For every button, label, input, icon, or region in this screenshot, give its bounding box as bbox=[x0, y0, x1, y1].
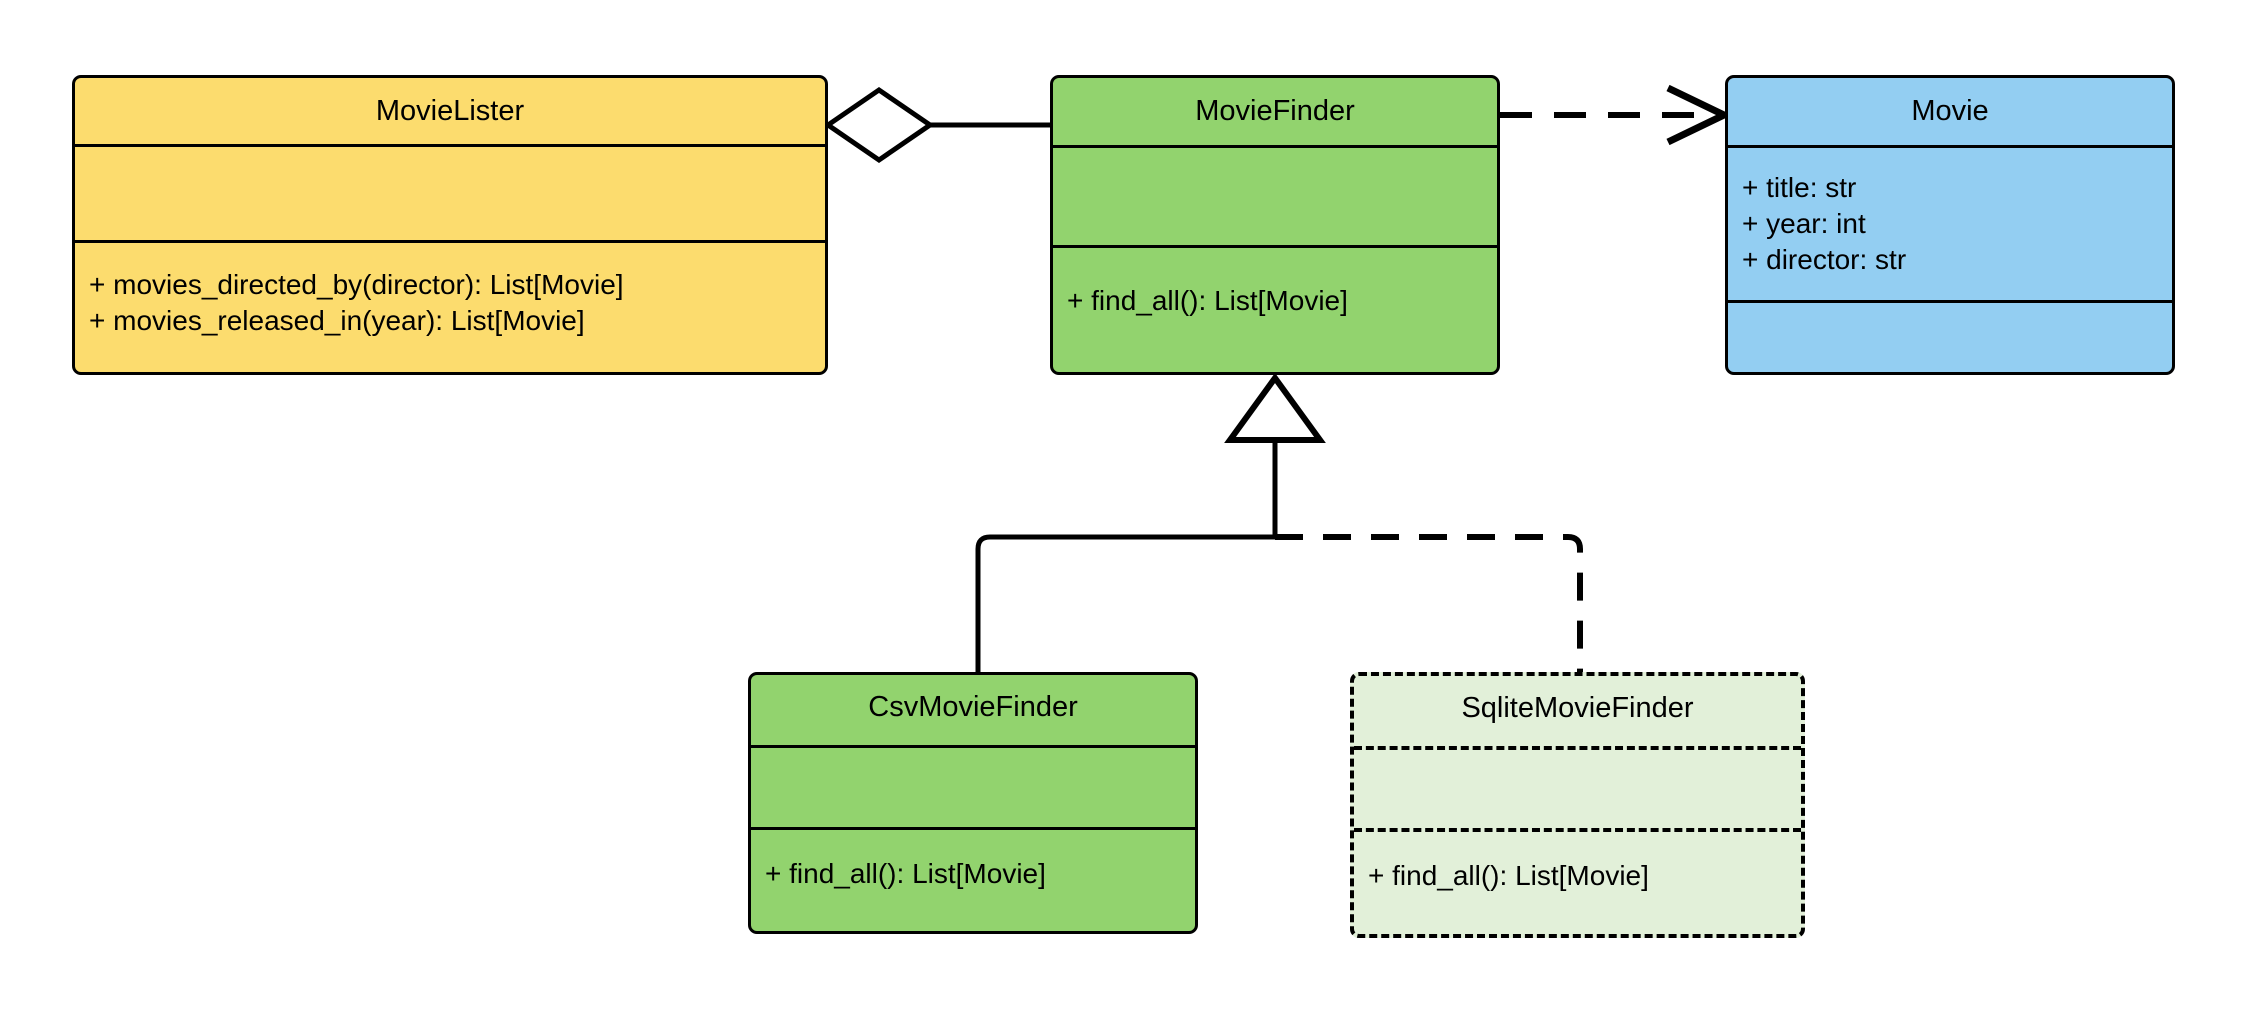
hollow-diamond-icon bbox=[823, 86, 935, 164]
operation-item: + movies_released_in(year): List[Movie] bbox=[89, 304, 585, 336]
class-operations-compartment: + find_all(): List[Movie] bbox=[751, 827, 1195, 931]
open-arrow-icon bbox=[1666, 84, 1733, 146]
class-operations-compartment bbox=[1728, 300, 2172, 372]
class-attributes-compartment bbox=[751, 745, 1195, 827]
class-box-movielister[interactable]: MovieLister + movies_directed_by(directo… bbox=[72, 75, 828, 375]
class-box-csvmoviefinder[interactable]: CsvMovieFinder + find_all(): List[Movie] bbox=[748, 672, 1198, 934]
class-name-label: MovieLister bbox=[375, 95, 525, 127]
dependency-moviefinder-movie bbox=[1500, 84, 1733, 146]
aggregation-movielister-moviefinder bbox=[823, 86, 1050, 164]
class-operations-compartment: + find_all(): List[Movie] bbox=[1354, 828, 1801, 934]
class-name-compartment: CsvMovieFinder bbox=[751, 675, 1195, 745]
class-operations-compartment: + movies_directed_by(director): List[Mov… bbox=[75, 240, 825, 372]
class-name-compartment: MovieLister bbox=[75, 78, 825, 144]
operation-item: + find_all(): List[Movie] bbox=[1368, 860, 1649, 891]
class-box-sqlitemoviefinder[interactable]: SqliteMovieFinder + find_all(): List[Mov… bbox=[1350, 672, 1805, 938]
generalization-trunk bbox=[1224, 372, 1326, 537]
class-attributes-compartment bbox=[75, 144, 825, 240]
class-operations-compartment: + find_all(): List[Movie] bbox=[1053, 245, 1497, 372]
attribute-item: + director: str bbox=[1742, 243, 1907, 275]
class-name-compartment: Movie bbox=[1728, 78, 2172, 145]
class-attributes-compartment bbox=[1053, 145, 1497, 245]
class-attributes-compartment bbox=[1354, 746, 1801, 828]
class-box-movie[interactable]: Movie + title: str + year: int + directo… bbox=[1725, 75, 2175, 375]
class-name-label: MovieFinder bbox=[1195, 95, 1355, 127]
attribute-item: + title: str bbox=[1742, 172, 1857, 203]
class-attributes-compartment: + title: str + year: int + director: str bbox=[1728, 145, 2172, 300]
class-box-moviefinder[interactable]: MovieFinder + find_all(): List[Movie] bbox=[1050, 75, 1500, 375]
operation-item: + movies_directed_by(director): List[Mov… bbox=[89, 269, 624, 300]
generalization-csvmoviefinder-moviefinder bbox=[975, 534, 1275, 672]
generalization-line-sqlite bbox=[1275, 534, 1583, 672]
hollow-triangle-icon bbox=[1224, 372, 1326, 443]
attribute-item: + year: int bbox=[1742, 207, 1866, 239]
operation-item: + find_all(): List[Movie] bbox=[1067, 285, 1348, 316]
class-name-label: SqliteMovieFinder bbox=[1461, 692, 1694, 724]
generalization-sqlitemoviefinder-moviefinder bbox=[1275, 534, 1583, 672]
class-name-label: CsvMovieFinder bbox=[868, 691, 1078, 723]
operation-item: + find_all(): List[Movie] bbox=[765, 858, 1046, 889]
class-name-label: Movie bbox=[1911, 95, 1989, 127]
class-name-compartment: SqliteMovieFinder bbox=[1354, 676, 1801, 746]
generalization-line-csv bbox=[975, 534, 1275, 672]
class-name-compartment: MovieFinder bbox=[1053, 78, 1497, 145]
